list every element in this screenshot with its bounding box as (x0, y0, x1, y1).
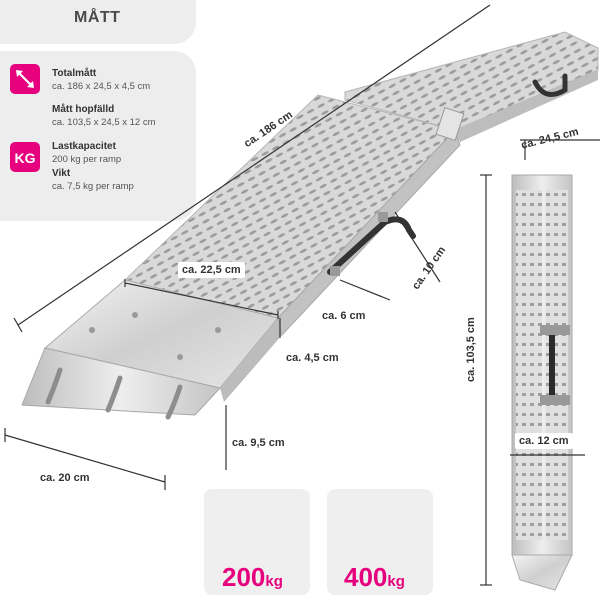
dim-folded-length: ca. 103,5 cm (465, 317, 477, 382)
weight-label: Vikt (52, 168, 71, 179)
card-double (327, 489, 433, 595)
far-handle (532, 73, 568, 97)
total-label: Totalmått (52, 68, 97, 79)
double-capacity: 400kg (344, 562, 405, 593)
single-capacity-unit: kg (265, 573, 283, 590)
dim-height: ca. 4,5 cm (286, 352, 339, 364)
dimensions-icon (10, 64, 40, 94)
dim-handle-offset: ca. 6 cm (322, 310, 366, 322)
total-value: ca. 186 x 24,5 x 4,5 cm (52, 81, 151, 92)
dim-lip: ca. 9,5 cm (232, 437, 285, 449)
dimension-lines (4, 4, 491, 490)
folded-ramp (511, 174, 573, 591)
folded-value: ca. 103,5 x 24,5 x 12 cm (52, 117, 156, 128)
dim-width-inner: ca. 22,5 cm (178, 262, 245, 278)
weight-value: ca. 7,5 kg per ramp (52, 181, 134, 192)
weight-kg-icon: KG (10, 142, 40, 172)
dim-folded-thickness: ca. 12 cm (515, 433, 573, 449)
double-capacity-unit: kg (387, 573, 405, 590)
single-capacity-number: 200 (222, 562, 266, 592)
double-capacity-number: 400 (344, 562, 388, 592)
dim-width-outer: ca. 20 cm (40, 472, 90, 484)
page-title: MÅTT (74, 9, 121, 26)
ramp-main-section (123, 94, 456, 319)
card-single (204, 489, 310, 595)
folded-label: Mått hopfälld (52, 104, 115, 115)
capacity-value: 200 kg per ramp (52, 154, 122, 165)
single-capacity: 200kg (222, 562, 283, 593)
capacity-label: Lastkapacitet (52, 141, 116, 152)
title-pill: MÅTT (0, 0, 196, 44)
